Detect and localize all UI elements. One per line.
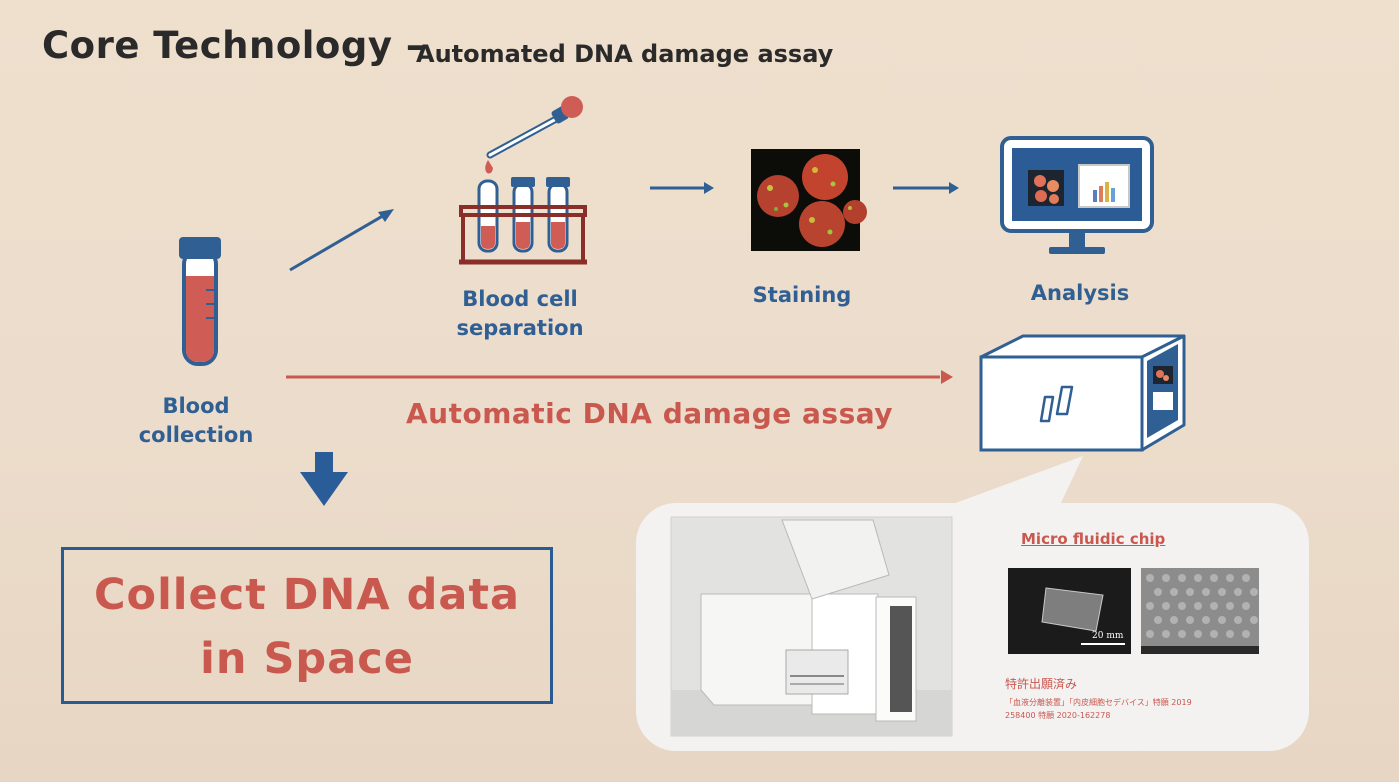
monitor-icon	[1000, 136, 1154, 254]
device-box-icon	[979, 334, 1186, 452]
pipette-icon	[485, 96, 583, 174]
microstructure-photo-image	[1141, 568, 1259, 654]
slide-subtitle: Automated DNA damage assay	[416, 40, 834, 68]
blood-cell-separation-label: Blood cell separation	[456, 287, 584, 340]
goal-text: Collect DNA data in Space	[93, 570, 521, 684]
scale-bar-label: 20 mm	[1092, 631, 1124, 641]
arrow-to-staining	[650, 182, 714, 194]
down-arrow-icon	[300, 452, 348, 506]
slide-title: Core Technology –	[42, 24, 425, 67]
arrow-to-analysis	[893, 182, 959, 194]
blood-tube-icon	[179, 237, 221, 366]
stained-cells-image	[751, 149, 867, 251]
device-render-image	[670, 516, 953, 737]
staining-label: Staining	[752, 283, 852, 307]
automatic-assay-arrow	[286, 370, 953, 384]
patent-text: 「血液分離装置」「内皮細胞セデバイス」特願 2019 258400 特願 202…	[1005, 698, 1192, 720]
goal-box: Collect DNA data in Space	[61, 547, 553, 704]
analysis-label: Analysis	[1030, 281, 1130, 305]
patent-title: 特許出願済み	[1005, 677, 1078, 691]
test-tube-rack-icon	[459, 177, 587, 265]
bubble-tail	[950, 456, 1083, 505]
automatic-assay-label: Automatic DNA damage assay	[406, 397, 894, 430]
blood-collection-label: Blood collection	[138, 394, 254, 447]
chip-title: Micro fluidic chip	[1021, 530, 1166, 548]
chip-photo-image	[1008, 568, 1131, 654]
arrow-to-separation	[289, 209, 394, 272]
